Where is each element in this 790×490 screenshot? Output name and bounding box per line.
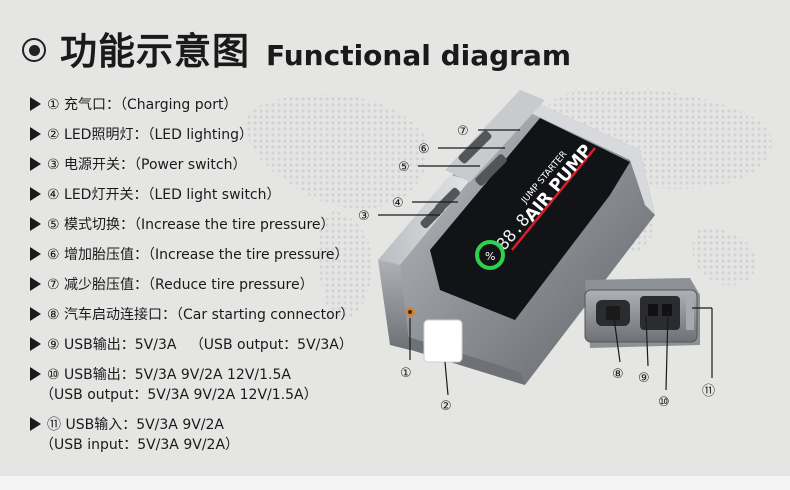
- legend-item: ⑥ 增加胎压值：（Increase the tire pressure）: [30, 245, 354, 275]
- callouts: [378, 129, 713, 396]
- svg-text:③: ③: [358, 209, 370, 224]
- triangle-bullet-icon: [30, 367, 41, 381]
- triangle-bullet-icon: [30, 307, 41, 321]
- svg-text:⑩: ⑩: [658, 395, 670, 410]
- percent-symbol: %: [485, 250, 495, 263]
- svg-text:①: ①: [400, 366, 412, 381]
- triangle-bullet-icon: [30, 337, 41, 351]
- title-english: Functional diagram: [266, 39, 572, 72]
- svg-text:⑦: ⑦: [457, 124, 469, 139]
- legend-item: ② LED照明灯：（LED lighting）: [30, 125, 354, 155]
- battery-gauge: %: [475, 240, 505, 270]
- legend-item: ⑤ 模式切换：（Increase the tire pressure）: [30, 215, 354, 245]
- svg-text:⑤: ⑤: [398, 160, 410, 175]
- callout-numbers: ⑦ ⑥ ⑤ ④ ③ ① ② ⑧ ⑨ ⑩ ⑪: [358, 124, 715, 414]
- feature-legend: ① 充气口：（Charging port） ② LED照明灯：（LED ligh…: [30, 95, 354, 465]
- legend-item: ⑪ USB输入：5V/3A 9V/2A （USB input：5V/3A 9V/…: [30, 415, 354, 465]
- side-buttons: [420, 130, 507, 229]
- front-ports: [405, 307, 463, 363]
- page-title: 功能示意图 Functional diagram: [22, 28, 571, 76]
- triangle-bullet-icon: [30, 187, 41, 201]
- triangle-bullet-icon: [30, 127, 41, 141]
- legend-item: ① 充气口：（Charging port）: [30, 95, 354, 125]
- svg-text:⑨: ⑨: [638, 371, 650, 386]
- title-chinese: 功能示意图: [60, 30, 250, 73]
- triangle-bullet-icon: [30, 277, 41, 291]
- display-panel: [430, 118, 630, 320]
- svg-text:⑥: ⑥: [418, 142, 430, 157]
- svg-text:②: ②: [440, 399, 452, 414]
- bottom-bar: [0, 476, 790, 490]
- legend-item: ⑩ USB输出：5V/3A 9V/2A 12V/1.5A （USB output…: [30, 365, 354, 415]
- svg-text:⑪: ⑪: [702, 384, 715, 399]
- svg-text:④: ④: [392, 196, 404, 211]
- legend-item: ③ 电源开关：（Power switch）: [30, 155, 354, 185]
- legend-item: ⑦ 减少胎压值：（Reduce tire pressure）: [30, 275, 354, 305]
- triangle-bullet-icon: [30, 247, 41, 261]
- triangle-bullet-icon: [30, 97, 41, 111]
- side-port-panel: [584, 278, 700, 348]
- led-light-icon: [423, 319, 463, 363]
- legend-item: ⑨ USB输出：5V/3A （USB output：5V/3A）: [30, 335, 354, 365]
- triangle-bullet-icon: [30, 157, 41, 171]
- triangle-bullet-icon: [30, 417, 41, 431]
- svg-text:⑧: ⑧: [612, 367, 624, 382]
- legend-item: ⑧ 汽车启动连接口：（Car starting connector）: [30, 305, 354, 335]
- triangle-bullet-icon: [30, 217, 41, 231]
- legend-item: ④ LED灯开关：（LED light switch）: [30, 185, 354, 215]
- title-bullet-icon: [22, 38, 46, 62]
